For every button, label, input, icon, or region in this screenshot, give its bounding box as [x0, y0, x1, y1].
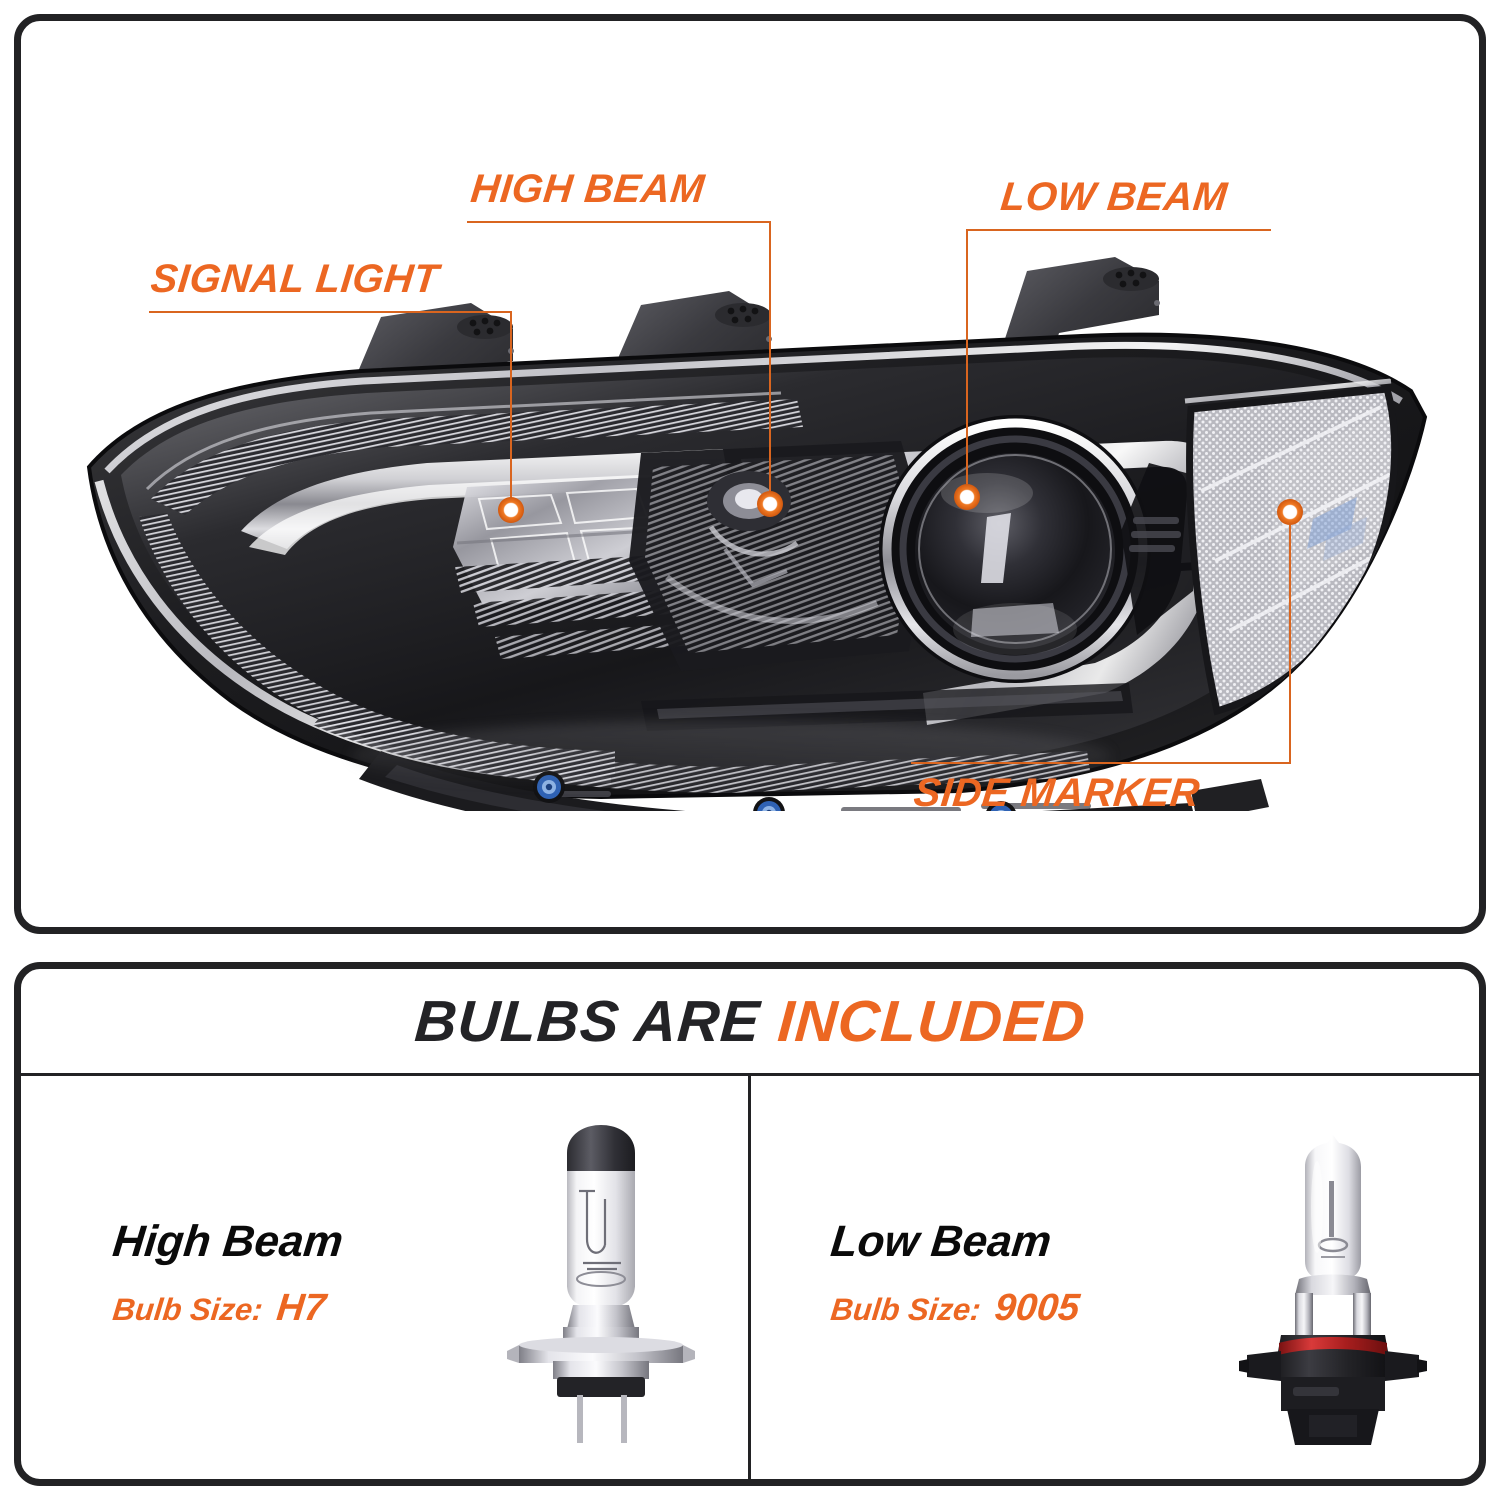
callout-label-side-marker: SIDE MARKER	[911, 771, 1202, 815]
leader-line-low-beam-horizontal	[966, 229, 1271, 231]
callout-dot-low-beam	[954, 484, 980, 510]
bulb-size-value-low-beam: 9005	[992, 1287, 1082, 1329]
headlight-reflection	[351, 721, 1111, 791]
bulbs-banner-highlight: INCLUDED	[775, 988, 1088, 1054]
leader-line-low-beam-vertical	[966, 229, 968, 497]
leader-line-side-marker-vertical	[1289, 525, 1291, 763]
callout-label-high-beam: HIGH BEAM	[468, 167, 707, 211]
leader-line-signal-light-horizontal	[149, 311, 511, 313]
leader-line-high-beam-vertical	[769, 221, 771, 503]
bulbs-banner-prefix: BULBS ARE	[412, 988, 763, 1054]
callout-label-signal-light: SIGNAL LIGHT	[148, 257, 441, 301]
bulbs-panel: BULBS ARE INCLUDED High Beam Bulb Size: H…	[14, 962, 1486, 1486]
bulbs-included-banner: BULBS ARE INCLUDED	[21, 969, 1479, 1073]
bulb-title-low-beam: Low Beam	[828, 1217, 1054, 1266]
bulb-size-value-high-beam: H7	[274, 1287, 328, 1329]
callout-dot-signal-light	[498, 497, 524, 523]
bulbs-panel-vertical-divider	[748, 1073, 751, 1479]
bulb-size-high-beam: Bulb Size: H7	[111, 1287, 328, 1330]
leader-line-signal-light-vertical	[510, 311, 512, 509]
headlight-assembly-image	[86, 257, 1428, 811]
leader-line-high-beam-horizontal	[467, 221, 770, 223]
callout-dot-high-beam	[757, 491, 783, 517]
bulb-size-label-low-beam: Bulb Size:	[829, 1292, 983, 1327]
bulb-title-high-beam: High Beam	[110, 1217, 346, 1266]
headlight-diagram-panel: SIGNAL LIGHT HIGH BEAM LOW BEAM SIDE MAR…	[14, 14, 1486, 934]
leader-line-side-marker-horizontal	[911, 762, 1291, 764]
h7-bulb-image	[507, 1125, 695, 1443]
callout-label-low-beam: LOW BEAM	[998, 175, 1230, 219]
bulb-size-low-beam: Bulb Size: 9005	[829, 1287, 1082, 1330]
9005-bulb-image	[1239, 1135, 1427, 1445]
bulb-size-label-high-beam: Bulb Size:	[111, 1292, 265, 1327]
callout-dot-side-marker	[1277, 499, 1303, 525]
